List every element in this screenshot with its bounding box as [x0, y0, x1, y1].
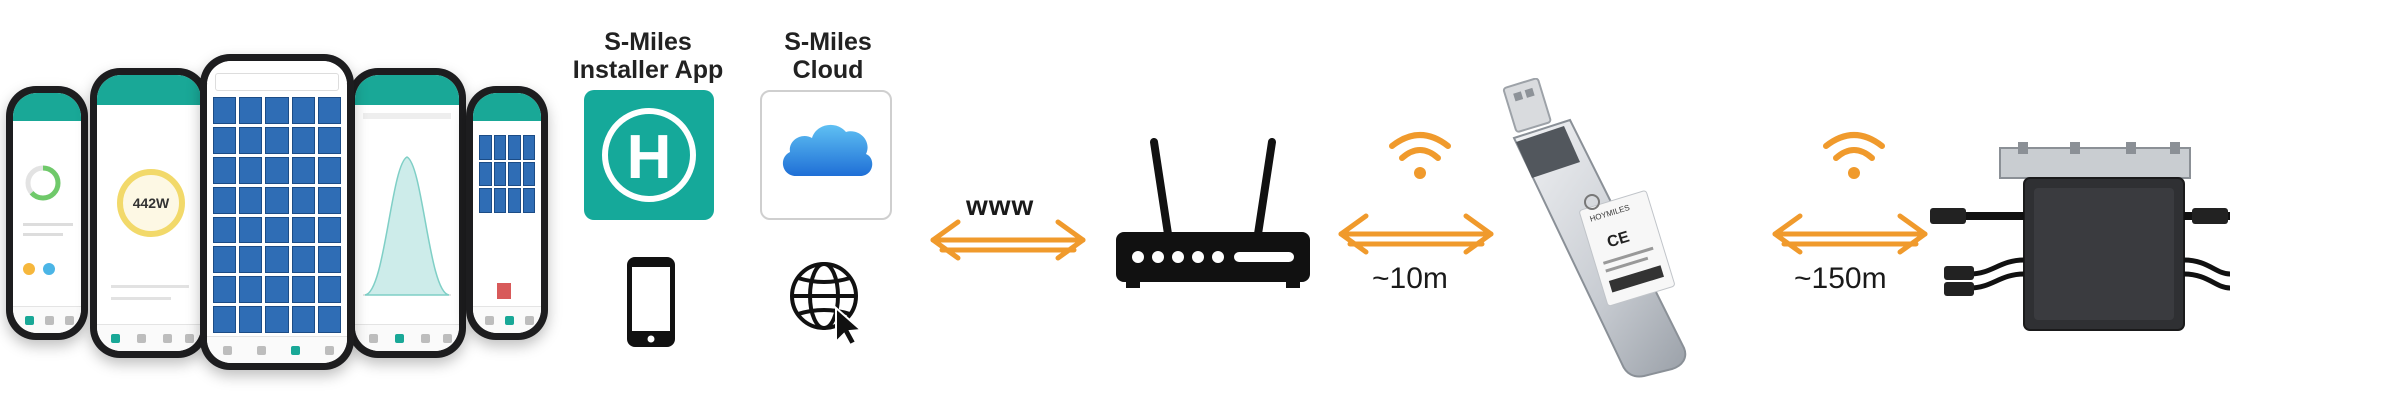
phone-left-inner: 442W [90, 68, 208, 358]
globe-cursor-icon [790, 262, 864, 346]
smartphone-icon [627, 257, 675, 347]
installer-app-title: S-Miles Installer App [572, 28, 724, 84]
microinverter-icon [1930, 142, 2230, 331]
cloud-title: S-Miles Cloud [784, 28, 872, 84]
wifi-router-icon [1116, 138, 1310, 288]
cloud-app-icon[interactable] [760, 90, 892, 220]
gauge-value: 442W [132, 195, 170, 211]
wifi-icon [1823, 132, 1885, 179]
router-dongle-link-arrow [1338, 213, 1494, 255]
phone-far-right [466, 86, 548, 340]
internet-link-arrow [930, 219, 1086, 261]
phone-far-left [6, 86, 88, 340]
phone-right-inner [348, 68, 466, 358]
router-dongle-distance: ~10m [1372, 262, 1448, 295]
usb-dongle-icon: HOYMILES CE [1502, 78, 1687, 378]
svg-text:CE: CE [1605, 228, 1632, 251]
wifi-icon [1389, 132, 1451, 179]
phone-center [200, 54, 354, 370]
internet-label: www [966, 190, 1035, 221]
dongle-inverter-link-arrow [1772, 213, 1928, 255]
installer-app-icon[interactable]: H [584, 90, 714, 220]
dongle-inverter-distance: ~150m [1794, 262, 1887, 295]
svg-text:H: H [627, 123, 672, 192]
